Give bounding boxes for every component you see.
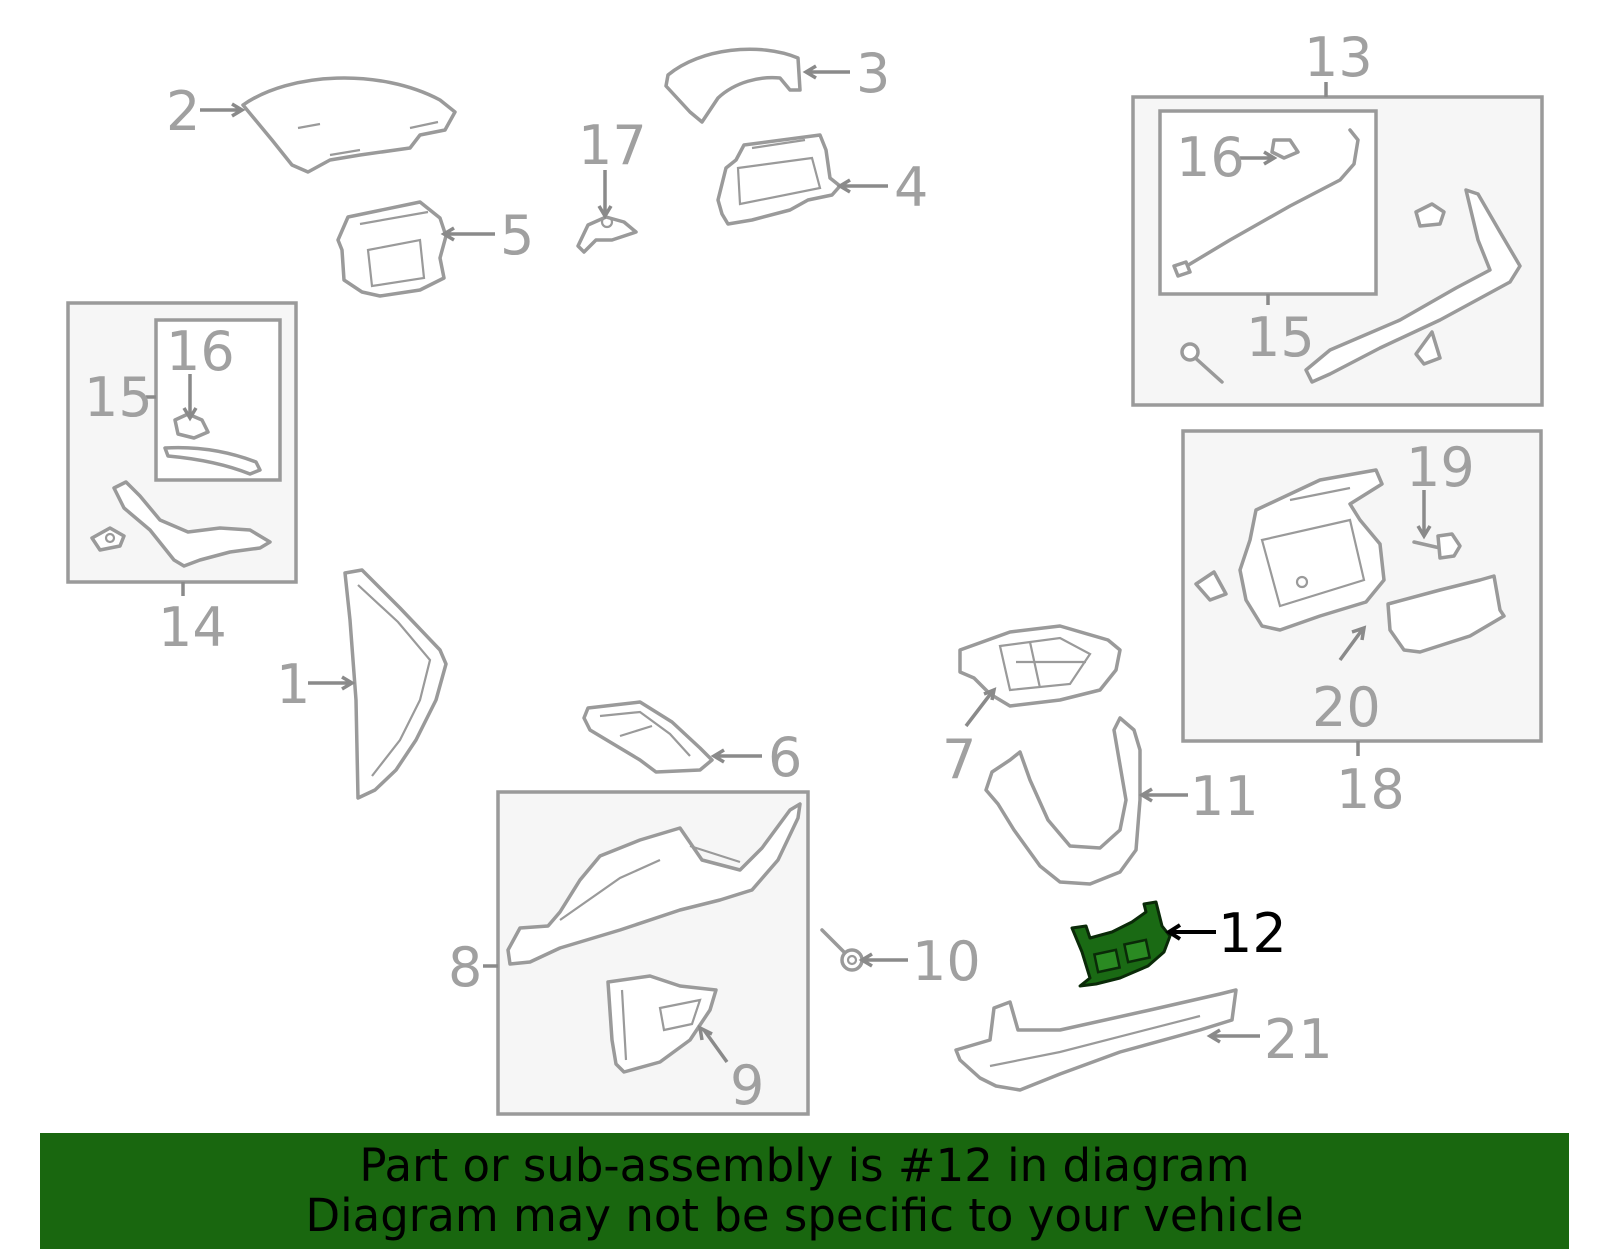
- part-15-wire-right: [1172, 128, 1360, 278]
- callout-5: 5: [500, 204, 534, 267]
- banner-line-2: Diagram may not be specific to your vehi…: [305, 1189, 1304, 1242]
- part-18-clip: [1194, 570, 1228, 602]
- callout-13: 13: [1304, 26, 1373, 89]
- callout-8: 8: [448, 936, 482, 999]
- group-box-13-inner-15: [1158, 109, 1378, 296]
- callout-10: 10: [912, 930, 981, 993]
- callout-21: 21: [1264, 1008, 1333, 1071]
- part-12-slot-right: [1122, 938, 1152, 964]
- callout-18: 18: [1336, 758, 1405, 821]
- group-box-14-inner-15: [154, 318, 282, 482]
- part-16-clip-right: [1270, 138, 1300, 160]
- callout-13-15: 15: [1246, 306, 1315, 369]
- part-8-lower-panel: [506, 802, 802, 966]
- callout-1: 1: [276, 653, 310, 716]
- part-17-clip: [576, 215, 638, 254]
- callout-4: 4: [894, 156, 928, 219]
- callout-14: 14: [158, 596, 227, 659]
- callout-14-16: 16: [166, 320, 235, 383]
- part-12-slot-left: [1092, 948, 1122, 974]
- part-20-door: [1386, 574, 1506, 654]
- part-7-vent: [958, 624, 1122, 708]
- callout-17: 17: [578, 114, 647, 177]
- part-21-console: [954, 988, 1238, 1092]
- callout-14-15: 15: [84, 366, 153, 429]
- part-10-screw: [820, 928, 864, 972]
- leader-lines: [146, 64, 1432, 1064]
- part-3-hood: [664, 47, 802, 124]
- callout-7: 7: [942, 728, 976, 791]
- part-1-pillar: [343, 568, 448, 800]
- part-13-trim-right: [1180, 188, 1522, 384]
- callout-6: 6: [768, 726, 802, 789]
- part-14-trim-left: [90, 480, 272, 568]
- banner-line-1: Part or sub-assembly is #12 in diagram: [359, 1139, 1250, 1192]
- part-6-duct: [582, 700, 714, 774]
- part-9-bin: [606, 974, 718, 1074]
- part-4-housing: [716, 133, 842, 226]
- part-19-bolt: [1412, 532, 1462, 560]
- part-15-wire-left: [163, 445, 262, 476]
- callout-20: 20: [1312, 676, 1381, 739]
- callout-2: 2: [166, 80, 200, 143]
- info-banner: Part or sub-assembly is #12 in diagram D…: [40, 1133, 1569, 1249]
- callout-13-16: 16: [1176, 126, 1245, 189]
- callout-11: 11: [1190, 765, 1259, 828]
- part-2-cover: [241, 76, 457, 174]
- callout-9: 9: [730, 1054, 764, 1117]
- part-12-highlighted: [1070, 900, 1172, 988]
- part-18-glovebox: [1238, 468, 1386, 632]
- callout-12: 12: [1218, 902, 1287, 965]
- part-5-bracket: [336, 200, 448, 298]
- callout-19: 19: [1406, 436, 1475, 499]
- part-11-bezel: [984, 716, 1142, 886]
- callout-3: 3: [856, 42, 890, 105]
